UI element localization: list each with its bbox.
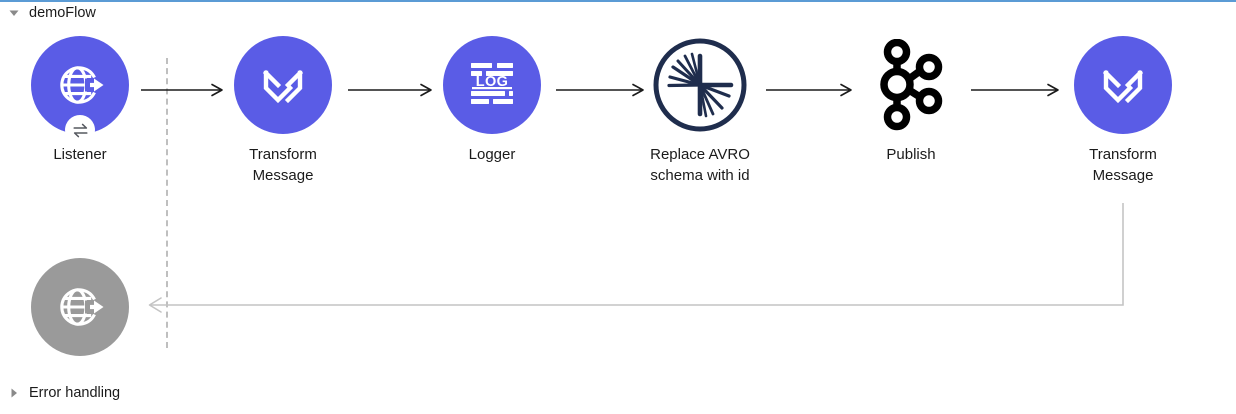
connector-transform-2-to-response	[148, 203, 1124, 313]
flow-node-transform-message-2-label: Transform Message	[1089, 146, 1157, 184]
flow-node-transform-message-1-circle[interactable]	[234, 36, 332, 134]
flow-node-publish[interactable]: Publish	[836, 36, 986, 165]
flow-node-listener-circle[interactable]	[31, 36, 129, 145]
flow-node-logger[interactable]: LOG Logger	[417, 36, 567, 165]
flow-node-transform-message-1[interactable]: Transform Message	[208, 36, 358, 186]
flow-node-listener-response[interactable]	[5, 258, 155, 366]
listener-inbound-badge	[65, 115, 95, 145]
kafka-icon	[880, 39, 943, 131]
flow-node-listener-response-circle[interactable]	[31, 258, 129, 356]
section-header-demoflow[interactable]: demoFlow	[8, 5, 96, 21]
flow-node-replace-avro-schema[interactable]: Replace AVRO schema with id	[625, 36, 775, 186]
svg-text:LOG: LOG	[476, 74, 509, 90]
caret-right-icon[interactable]	[8, 387, 20, 399]
flow-node-replace-avro-schema-circle[interactable]	[651, 36, 749, 134]
flow-surface: Listener Transform Message	[0, 22, 1236, 372]
flow-node-transform-message-2-circle[interactable]	[1074, 36, 1172, 134]
flow-node-replace-avro-schema-label: Replace AVRO schema with id	[650, 146, 750, 184]
section-title-error-handling: Error handling	[29, 385, 121, 401]
connector-publish-to-transform-message-2	[971, 83, 1059, 97]
avro-starburst-icon	[653, 38, 747, 132]
connector-transform-message-1-to-logger	[348, 83, 432, 97]
flow-node-listener-label: Listener	[53, 146, 107, 163]
dataweave-icon	[262, 69, 304, 104]
log-lines-icon: LOG	[471, 63, 513, 104]
two-way-arrows-icon	[72, 123, 88, 137]
flow-node-listener[interactable]: Listener	[5, 36, 155, 165]
flow-node-transform-message-1-label: Transform Message	[249, 146, 317, 184]
dataweave-icon	[1102, 69, 1144, 104]
caret-down-icon[interactable]	[8, 7, 20, 19]
flow-node-publish-circle[interactable]	[862, 36, 960, 134]
section-header-error-handling[interactable]: Error handling	[8, 385, 120, 401]
top-divider-rule	[0, 0, 1236, 2]
flow-node-logger-circle[interactable]: LOG	[443, 36, 541, 134]
section-title-demoflow: demoFlow	[29, 5, 96, 21]
source-boundary-divider	[166, 58, 168, 348]
flow-node-publish-label: Publish	[886, 146, 936, 163]
connector-logger-to-replace-avro-schema	[556, 83, 644, 97]
connector-listener-to-transform-message-1	[141, 83, 223, 97]
flow-node-transform-message-2[interactable]: Transform Message	[1048, 36, 1198, 186]
globe-arrow-icon	[60, 288, 104, 326]
globe-arrow-icon	[60, 66, 104, 104]
flow-node-logger-label: Logger	[468, 146, 516, 163]
connector-replace-avro-schema-to-publish	[766, 83, 852, 97]
